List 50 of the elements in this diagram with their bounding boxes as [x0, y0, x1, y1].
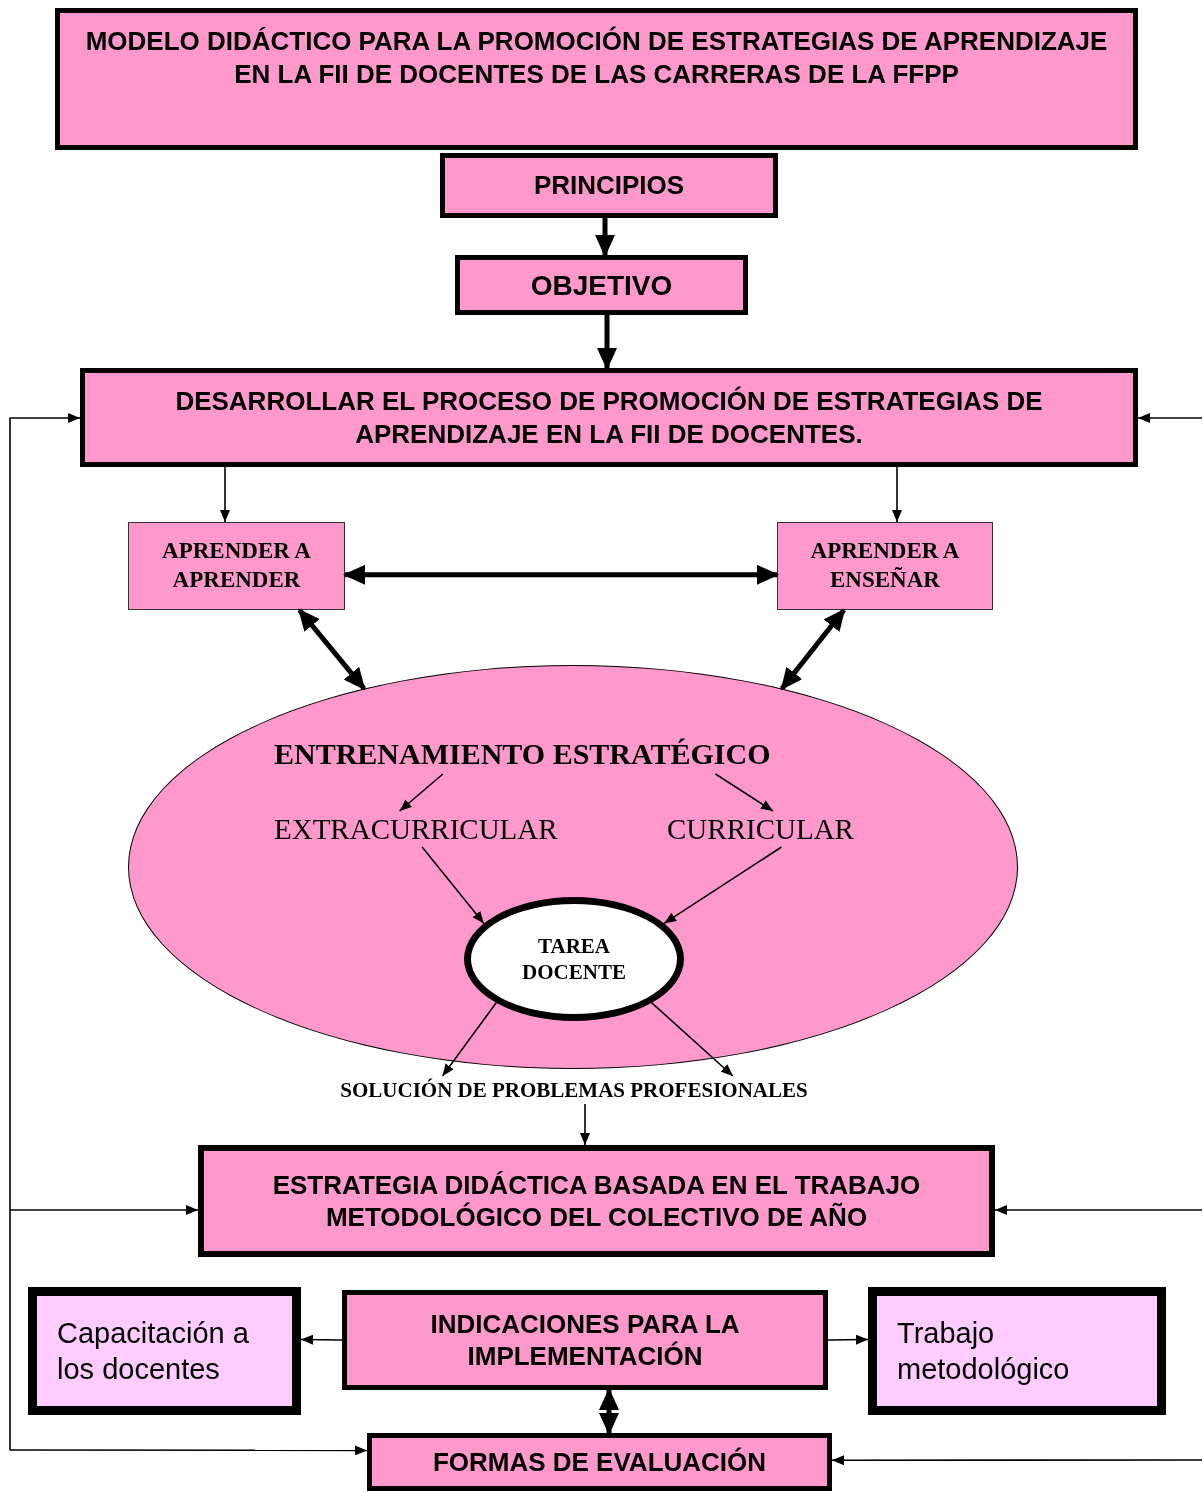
- box-text: TAREA DOCENTE: [521, 932, 627, 986]
- process-box: [440, 153, 778, 218]
- arrow: [1137, 413, 1203, 423]
- arrow: [599, 1388, 619, 1435]
- box-text: MODELO DIDÁCTICO PARA LA PROMOCIÓN DE ESTRATEGIAS DE APRENDIZAJE EN LA FII DE DOCENTES DE LAS CARRERAS DE LA FFPP: [84, 25, 1109, 90]
- arrow: [343, 564, 779, 585]
- process-box: [455, 255, 748, 315]
- arrow: [220, 466, 230, 523]
- info-box: [28, 1287, 301, 1415]
- branch-text: CURRICULAR: [667, 811, 879, 847]
- arrow: [297, 608, 367, 691]
- process-box: [128, 522, 345, 610]
- arrow: [595, 218, 615, 257]
- heading-text: ENTRENAMIENTO ESTRATÉGICO: [274, 734, 819, 774]
- box-text: FORMAS DE EVALUACIÓN: [432, 1445, 767, 1479]
- box-text: Trabajo metodológico: [897, 1315, 1071, 1387]
- arrow: [398, 773, 444, 812]
- process-box: [367, 1433, 832, 1491]
- arrow: [9, 413, 81, 1451]
- process-box: [342, 1290, 828, 1390]
- info-box: [868, 1287, 1166, 1415]
- arrow: [663, 846, 783, 925]
- box-text: PRINCIPIOS: [533, 169, 685, 202]
- arrow: [421, 846, 485, 925]
- result-text: SOLUCIÓN DE PROBLEMAS PROFESIONALES: [300, 1076, 848, 1104]
- arrow: [9, 1445, 368, 1456]
- arrow: [714, 773, 774, 812]
- arrow: [580, 1103, 590, 1146]
- branch-text: EXTRACURRICULAR: [274, 811, 596, 847]
- arrow: [892, 466, 902, 523]
- arrow: [831, 1455, 1203, 1466]
- arrow: [827, 1334, 869, 1345]
- process-box: [80, 368, 1138, 467]
- process-box: [777, 522, 993, 610]
- title-box: [55, 8, 1138, 150]
- arrow: [9, 1205, 199, 1215]
- box-text: Capacitación a los docentes: [57, 1315, 250, 1387]
- box-text: ESTRATEGIA DIDÁCTICA BASADA EN EL TRABAJO METODOLÓGICO DEL COLECTIVO DE AÑO: [271, 1168, 922, 1234]
- process-box: [198, 1145, 995, 1257]
- arrow: [597, 315, 617, 370]
- box-text: INDICACIONES PARA LA IMPLEMENTACIÓN: [429, 1307, 741, 1373]
- box-text: OBJETIVO: [530, 268, 673, 303]
- arrow: [779, 608, 846, 691]
- arrow: [441, 1002, 497, 1077]
- box-text: APRENDER A ENSEÑAR: [809, 537, 961, 594]
- arrow: [300, 1334, 343, 1345]
- arrow: [651, 1002, 734, 1077]
- arrow: [994, 1205, 1203, 1215]
- box-text: DESARROLLAR EL PROCESO DE PROMOCIÓN DE ESTRATEGIAS DE APRENDIZAJE EN LA FII DE DOCENTES.: [174, 385, 1044, 450]
- box-text: APRENDER A APRENDER: [161, 537, 312, 594]
